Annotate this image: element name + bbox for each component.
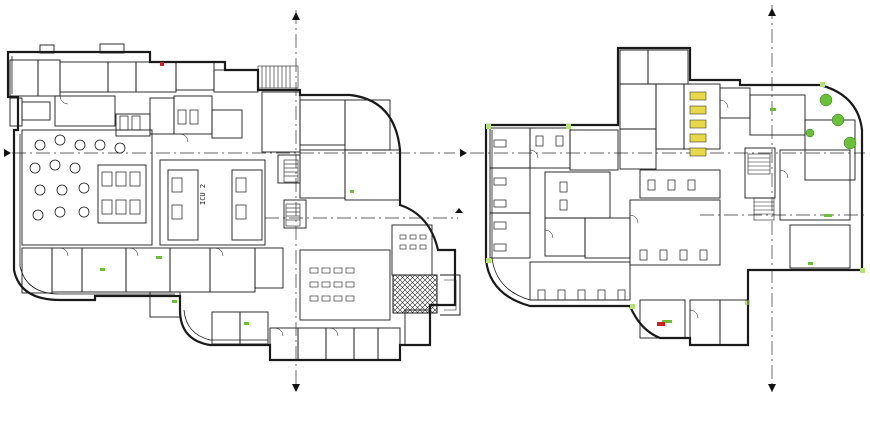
- section-marker: [768, 384, 776, 392]
- right-floor-plan: [484, 46, 865, 347]
- right-plan-outer-wall: [484, 46, 864, 347]
- left-plan-outer-wall: [6, 50, 457, 362]
- section-marker: [455, 208, 463, 213]
- section-marker: [292, 384, 300, 392]
- section-marker: [768, 8, 776, 16]
- section-markers: [4, 8, 776, 392]
- left-floor-plan: ICU 2: [6, 43, 461, 362]
- section-marker: [292, 12, 300, 20]
- section-marker: [460, 149, 467, 157]
- section-marker: [4, 149, 11, 157]
- section-lines: [12, 5, 865, 392]
- icu-room-label: ICU 2: [199, 184, 207, 205]
